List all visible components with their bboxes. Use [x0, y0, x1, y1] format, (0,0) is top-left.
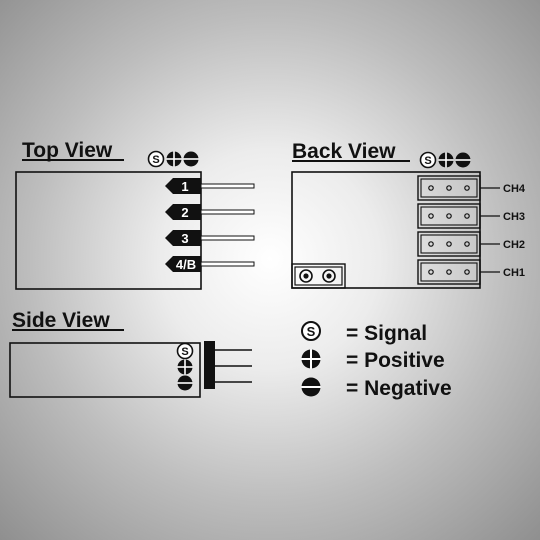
channel-header-ch1: CH1	[417, 259, 525, 285]
negative-symbol-icon	[176, 374, 194, 392]
pin-tag-4: 4/B	[165, 256, 201, 272]
pin-tag-3: 3	[165, 230, 201, 246]
legend-positive: = Positive	[301, 349, 445, 372]
pin-tag-2: 2	[165, 204, 201, 220]
side-view-title: Side View	[12, 309, 110, 332]
pin-tag-4-label: 4/B	[176, 257, 196, 272]
positive-symbol-icon	[437, 151, 455, 169]
legend-signal-label: = Signal	[346, 322, 427, 345]
channel-label-ch3: CH3	[503, 211, 525, 223]
back-view-symbols	[419, 151, 472, 169]
legend-signal: S = Signal	[301, 321, 427, 345]
pin-wire-3	[200, 235, 255, 241]
legend: S = Signal = Positive = Negative	[301, 321, 452, 400]
negative-symbol-icon	[182, 150, 200, 168]
pin-tag-1: 1	[165, 178, 201, 194]
signal-symbol-icon	[176, 342, 194, 360]
back-view-two-hole-connector	[291, 263, 346, 289]
pin-tag-1-label: 1	[181, 179, 188, 194]
signal-symbol-icon	[419, 151, 437, 169]
pin-wire-4	[200, 261, 255, 267]
svg-text:S: S	[307, 324, 316, 339]
legend-positive-label: = Positive	[346, 349, 445, 372]
side-view-header-block	[204, 341, 215, 389]
pin-tag-2-label: 2	[181, 205, 188, 220]
top-view-title: Top View	[22, 139, 113, 162]
signal-legend-icon	[301, 321, 321, 341]
channel-label-ch1: CH1	[503, 267, 525, 279]
positive-symbol-icon	[176, 358, 194, 376]
channel-header-ch4: CH4	[417, 175, 526, 201]
legend-negative-label: = Negative	[346, 377, 452, 400]
pin-tag-3-label: 3	[181, 231, 188, 246]
side-view-symbols	[176, 342, 194, 392]
channel-header-ch3: CH3	[417, 203, 525, 229]
pin-wire-1	[200, 183, 255, 189]
top-view-symbols	[147, 150, 200, 168]
back-view: Back View CH4	[291, 140, 526, 289]
signal-symbol-icon	[147, 150, 165, 168]
pin-wire-2	[200, 209, 255, 215]
channel-label-ch2: CH2	[503, 239, 525, 251]
top-view: Top View 1 2 3 4/B	[15, 139, 255, 290]
side-view: Side View	[9, 309, 252, 398]
channel-header-ch2: CH2	[417, 231, 525, 257]
negative-symbol-icon	[454, 151, 472, 169]
positive-symbol-icon	[165, 150, 183, 168]
side-view-board-outline	[9, 342, 201, 398]
back-view-title: Back View	[292, 140, 396, 163]
legend-negative: = Negative	[301, 377, 452, 400]
channel-label-ch4: CH4	[503, 183, 526, 195]
back-view-board-outline	[291, 171, 481, 289]
